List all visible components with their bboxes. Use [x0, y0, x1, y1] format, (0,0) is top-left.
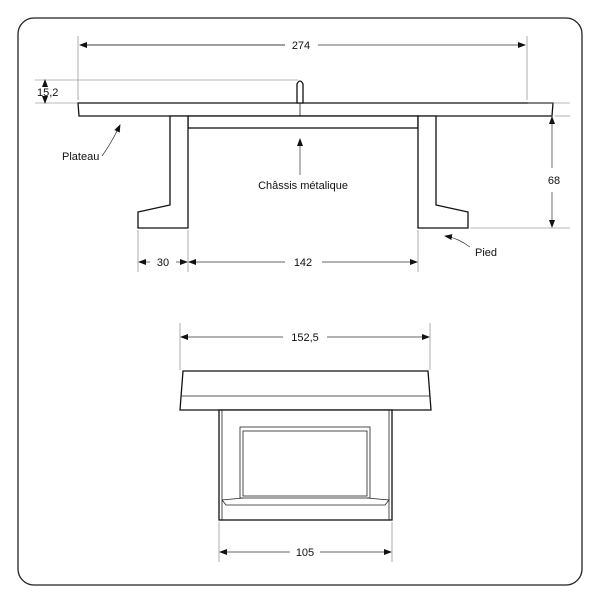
dim-net-height: 15,2	[37, 87, 58, 99]
end-plateau	[179, 370, 432, 411]
plateau-shape	[77, 102, 554, 117]
label-chassis: Châssis métalique	[258, 180, 348, 192]
label-pied: Pied	[475, 247, 497, 259]
chassis-beam	[187, 115, 419, 129]
end-chassis	[218, 409, 393, 521]
net-post	[296, 80, 304, 104]
end-view: 152,5 105	[179, 323, 432, 562]
dim-leg-height: 68	[548, 175, 560, 187]
dim-leg-spacing: 142	[294, 257, 312, 269]
dim-total-length: 274	[292, 40, 310, 52]
frame-border	[17, 17, 583, 586]
side-view: 274 15,2 68 30 142 Plateau Châssis métal…	[35, 36, 570, 272]
dim-base-width: 105	[296, 547, 314, 559]
dim-foot-width: 30	[157, 257, 169, 269]
label-plateau: Plateau	[62, 151, 99, 163]
right-leg	[417, 115, 469, 229]
left-leg	[137, 115, 189, 229]
dim-end-width: 152,5	[291, 332, 319, 344]
